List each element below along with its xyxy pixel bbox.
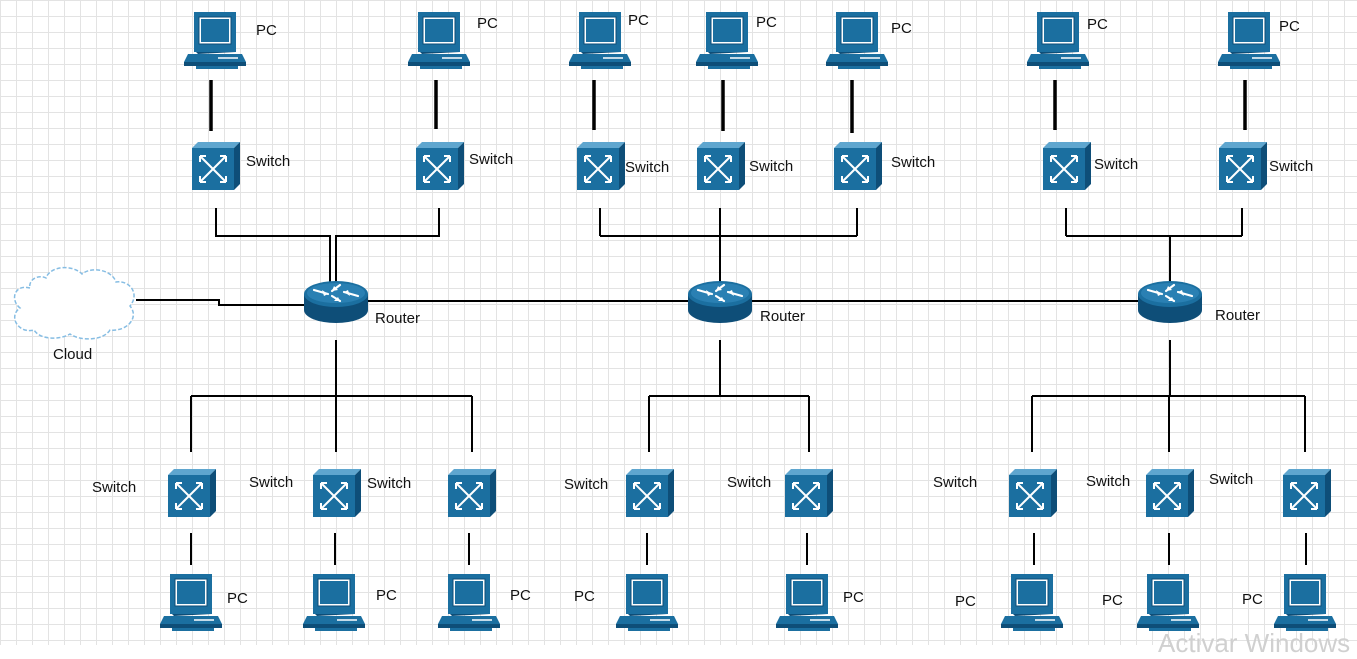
pc-label: PC	[376, 587, 397, 604]
pc-icon[interactable]	[302, 573, 366, 632]
pc-label: PC	[510, 587, 531, 604]
pc-label: PC	[256, 22, 277, 39]
switch-icon[interactable]	[191, 141, 241, 191]
pc-links	[209, 80, 1247, 133]
switch-label: Switch	[749, 158, 794, 175]
pc-icon[interactable]	[183, 11, 247, 70]
pc-icon[interactable]	[407, 11, 471, 70]
switch-icon[interactable]	[833, 141, 883, 191]
pc-label: PC	[628, 12, 649, 29]
switch-icon[interactable]	[1145, 468, 1195, 518]
pc-label: PC	[1279, 18, 1300, 35]
switch-icon[interactable]	[1282, 468, 1332, 518]
pc-label: PC	[1087, 16, 1108, 33]
switch-label: Switch	[727, 474, 772, 491]
pc-label: PC	[1242, 591, 1263, 608]
pc-label: PC	[955, 593, 976, 610]
pc-label: PC	[477, 15, 498, 32]
pc-label: PC	[891, 20, 912, 37]
pc-icon[interactable]	[1026, 11, 1090, 70]
switch-label: Switch	[92, 479, 137, 496]
pc-label: PC	[843, 589, 864, 606]
pc-icon[interactable]	[1273, 573, 1337, 632]
pc-icon[interactable]	[615, 573, 679, 632]
pc-label: PC	[574, 588, 595, 605]
pc-icon[interactable]	[695, 11, 759, 70]
switch-icon[interactable]	[696, 141, 746, 191]
switch-icon[interactable]	[1008, 468, 1058, 518]
switch-icon[interactable]	[1042, 141, 1092, 191]
switch-label: Switch	[564, 476, 609, 493]
switch-label: Switch	[469, 151, 514, 168]
router-icon[interactable]	[686, 279, 754, 325]
router-icon[interactable]	[302, 279, 370, 325]
router-label: Router	[1215, 307, 1261, 324]
switch-icon[interactable]	[312, 468, 362, 518]
switch-label: Switch	[1094, 156, 1139, 173]
switch-icon[interactable]	[625, 468, 675, 518]
switch-label: Switch	[891, 154, 936, 171]
pc-icon[interactable]	[437, 573, 501, 632]
pc-label: PC	[756, 14, 777, 31]
pc-icon[interactable]	[568, 11, 632, 70]
pc-label: PC	[227, 590, 248, 607]
pc-icon[interactable]	[775, 573, 839, 632]
pc-links-bottom	[190, 533, 1307, 565]
pc-icon[interactable]	[159, 573, 223, 632]
router-label: Router	[375, 310, 421, 327]
switch-label: Switch	[246, 153, 291, 170]
router-label: Router	[760, 308, 806, 325]
windows-watermark: Activar Windows	[1158, 628, 1351, 658]
switch-label: Switch	[367, 475, 412, 492]
switch-label: Switch	[1086, 473, 1131, 490]
pc-icon[interactable]	[1000, 573, 1064, 632]
switch-label: Switch	[933, 474, 978, 491]
switch-icon[interactable]	[415, 141, 465, 191]
switch-icon[interactable]	[447, 468, 497, 518]
switch-label: Switch	[1209, 471, 1254, 488]
pc-icon[interactable]	[1217, 11, 1281, 70]
pc-icon[interactable]	[1136, 573, 1200, 632]
switch-label: Switch	[249, 474, 294, 491]
switch-icon[interactable]	[167, 468, 217, 518]
switch-label: Switch	[625, 159, 670, 176]
router-icon[interactable]	[1136, 279, 1204, 325]
switch-icon[interactable]	[784, 468, 834, 518]
switch-icon[interactable]	[576, 141, 626, 191]
connection-lines	[136, 208, 1306, 452]
switch-icon[interactable]	[1218, 141, 1268, 191]
cloud-label: Cloud	[53, 346, 93, 363]
switch-label: Switch	[1269, 158, 1314, 175]
pc-label: PC	[1102, 592, 1123, 609]
cloud-icon[interactable]	[13, 266, 135, 340]
network-diagram	[13, 11, 1337, 632]
pc-icon[interactable]	[825, 11, 889, 70]
